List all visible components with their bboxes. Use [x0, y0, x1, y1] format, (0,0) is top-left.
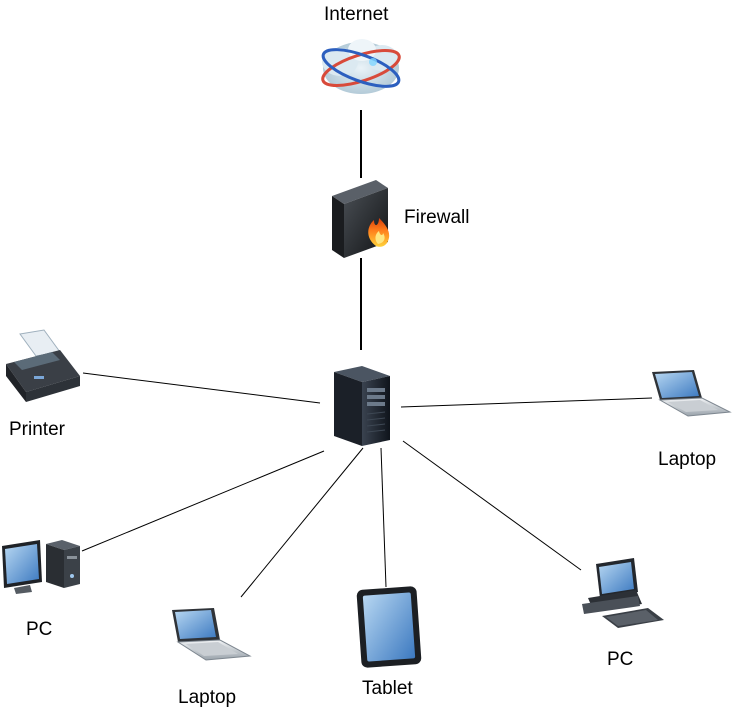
edge-server-tablet: [380, 447, 387, 588]
edge-server-pc-right: [402, 440, 582, 571]
node-label-pc-right: PC: [607, 649, 634, 670]
firewall-icon: [332, 180, 390, 258]
tablet-icon: [356, 586, 422, 668]
node-label-internet: Internet: [324, 4, 389, 25]
node-label-firewall: Firewall: [404, 207, 470, 228]
node-label-printer: Printer: [9, 419, 65, 440]
laptop-icon: [652, 370, 732, 417]
server-tower-icon: [334, 366, 390, 446]
edge-server-laptop-right: [400, 397, 653, 408]
node-label-laptop-bottom: Laptop: [178, 687, 237, 708]
desktop-pc-icon: [582, 558, 664, 628]
edge-server-pc-left: [81, 450, 325, 552]
node-label-laptop-right: Laptop: [658, 449, 717, 470]
printer-icon: [6, 329, 80, 402]
desktop-pc-icon: [2, 540, 80, 594]
edge-server-printer: [82, 372, 321, 404]
edge-server-laptop-bottom: [240, 447, 364, 598]
cloud-globe-icon: [321, 39, 401, 94]
node-label-tablet: Tablet: [362, 678, 413, 699]
node-label-pc-left: PC: [26, 619, 53, 640]
laptop-icon: [172, 608, 252, 661]
